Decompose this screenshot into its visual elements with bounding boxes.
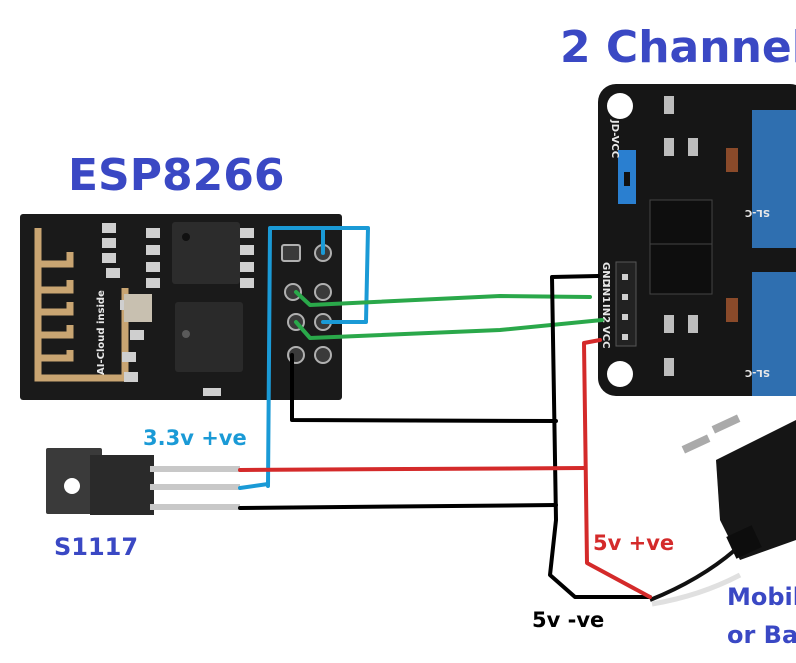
optocoupler-2 bbox=[649, 243, 713, 295]
diode-1 bbox=[726, 148, 738, 172]
diode-2 bbox=[726, 298, 738, 322]
pin-vcc: VCC bbox=[600, 326, 611, 348]
pcb-antenna bbox=[34, 228, 129, 382]
wire-gnd-bus bbox=[548, 274, 652, 599]
esp-title: ESP8266 bbox=[68, 150, 284, 201]
relay-title: 2 Channel bbox=[560, 22, 796, 73]
label-adapter-line1: Mobile bbox=[727, 583, 796, 611]
label-3v3: 3.3v +ve bbox=[143, 426, 247, 450]
pin-in2: IN2 bbox=[600, 304, 611, 323]
relay-smd bbox=[664, 96, 698, 376]
regulator-title: S1117 bbox=[54, 533, 138, 561]
relay-board: SL-C SL-C JD-VCC GND IN1 IN2 VCC bbox=[598, 84, 796, 396]
label-adapter-line2: or Battery bbox=[727, 621, 796, 649]
relay1-text: SL-C bbox=[745, 207, 770, 218]
relay-2 bbox=[752, 272, 796, 396]
crystal bbox=[124, 294, 152, 322]
jumper-silk: JD-VCC bbox=[609, 119, 620, 158]
wire-reg-gnd bbox=[238, 503, 558, 510]
wire-3v3-out bbox=[238, 482, 270, 490]
wire-reg-5v bbox=[238, 466, 587, 472]
relay-1 bbox=[752, 110, 796, 248]
mount-hole bbox=[607, 93, 633, 119]
mount-hole bbox=[607, 361, 633, 387]
power-adapter bbox=[649, 414, 796, 607]
pin-in1: IN1 bbox=[600, 284, 611, 303]
wire-5v-bus bbox=[582, 338, 652, 599]
relay2-text: SL-C bbox=[745, 367, 770, 378]
wire-3v3-vcc-chpd bbox=[266, 226, 370, 488]
pin-gnd: GND bbox=[600, 262, 611, 287]
esp-chip bbox=[175, 302, 243, 372]
esp8266-board: AI-Cloud inside bbox=[20, 214, 342, 400]
voltage-regulator bbox=[46, 448, 240, 515]
label-5v-neg: 5v -ve bbox=[532, 608, 604, 632]
label-5v-pos: 5v +ve bbox=[593, 531, 674, 555]
wire-esp-gnd bbox=[290, 353, 558, 423]
flash-chip bbox=[172, 222, 240, 284]
wire-gpio0-in1 bbox=[294, 290, 592, 307]
antenna-silk-text: AI-Cloud inside bbox=[96, 290, 107, 375]
optocoupler-1 bbox=[649, 199, 713, 251]
relay-input-header bbox=[615, 261, 637, 347]
